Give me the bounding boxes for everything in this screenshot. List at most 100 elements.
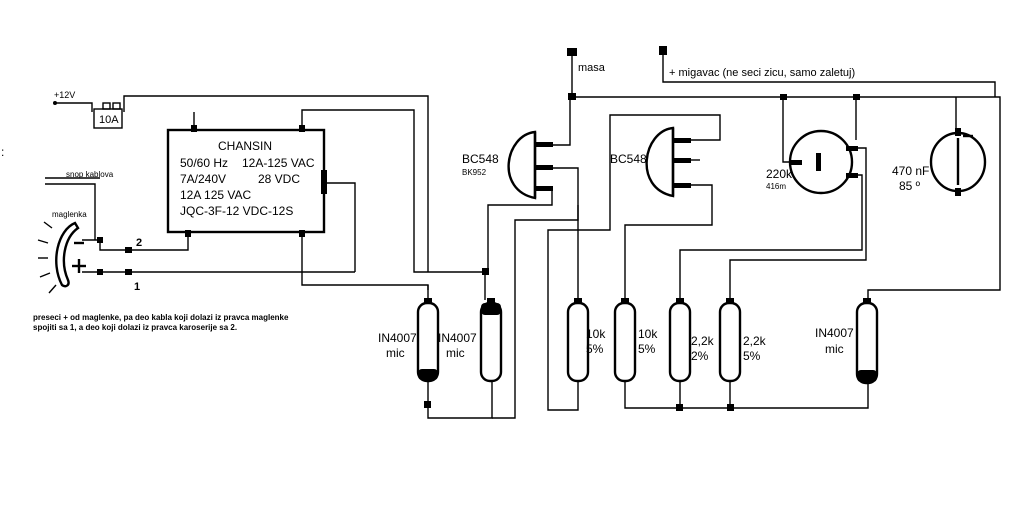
diode-d3-band [857,370,877,382]
t2-label: BC548 [610,152,647,166]
fog-lamp-ray [39,272,51,278]
transistor-t2-lead [673,183,691,188]
wire-relay-bottom [301,232,429,290]
transistor-t1 [507,130,553,200]
junctions [97,93,860,411]
transistor-t1-lead [535,186,553,191]
wires [45,55,1001,419]
migavac-terminal [659,46,667,55]
fuse-label: 10A [99,114,119,126]
wire-relay-top [301,109,485,273]
resistor-r1-lead [574,298,582,304]
capacitor [929,128,987,196]
r3-label: 2,2k [691,334,715,348]
resistor-r1 [566,298,590,383]
transistor-t1-body [507,130,537,200]
diode-d3 [855,298,879,385]
transistor-t2-lead [673,138,691,143]
masa-label: masa [578,62,606,74]
relay-name: CHANSIN [218,139,272,153]
fog-lamp-shell [55,221,80,288]
resistor-r4 [718,298,742,383]
relay-spec: JQC-3F-12 VDC-12S [180,204,293,218]
resistor-r3-lead [676,298,684,304]
terminal-2-label: 2 [136,237,142,249]
wire-terminal-2 [99,232,189,251]
r2-label: 10k [638,327,658,341]
junction-dot [568,93,576,100]
wire-pot-to-r3 [679,174,863,300]
relay-pin [299,125,305,132]
resistor-r2 [613,298,637,383]
fuse-clip-left [102,102,111,110]
note-line-2: spojiti sa 1, a deo koji dolazi iz pravc… [33,323,237,332]
plus12v-terminal [53,101,57,105]
transistor-t2-lead [673,158,691,163]
cap-label: 470 nF [892,164,929,178]
transistor-t2 [645,126,691,198]
t1-sublabel: BK952 [462,168,487,177]
masa-terminal [567,48,577,56]
wire-d1-bottom [427,382,493,419]
resistor-r4-body [718,301,742,383]
d2-sublabel: mic [446,346,465,360]
note-line-1: preseci + od maglenke, pa deo kabla koji… [33,313,289,322]
cap-temp-label: 85 º [899,179,921,193]
resistor-r4-lead [726,298,734,304]
junction-dot [97,269,103,275]
wire-snop-2 [45,183,96,240]
t1-label: BC548 [462,152,499,166]
migavac-label: + migavac (ne seci zicu, samo zaletuj) [669,67,855,79]
d3-label: IN4007 [815,326,854,340]
r1-tolerance: 5% [586,342,604,356]
capacitor-lead [955,128,961,136]
transistor-t1-lead [535,142,553,147]
relay-spec: 7A/240V [180,172,226,186]
resistor-r3 [668,298,692,383]
d1-sublabel: mic [386,346,405,360]
wire-fuse-top [123,95,429,272]
r1-label: 10k [586,327,606,341]
diode-d2-band [481,303,501,315]
diode-d3-lead [863,298,871,304]
plus12v-label: +12V [54,90,75,100]
junction-dot [853,94,860,100]
wire-pot-to-r4 [729,147,867,300]
terminal-1-label: 1 [134,281,140,293]
wire-t1-loop [492,205,579,419]
relay-spec: 12A 125 VAC [180,188,251,202]
resistor-r1-body [566,301,590,383]
relay-pin [185,230,191,237]
junction-dot [482,268,489,275]
d1-label: IN4007 [378,331,417,345]
potentiometer-lead [846,146,858,151]
wire-relay-side [324,182,356,272]
junction-dot [676,404,683,411]
relay: CHANSIN 50/60 Hz 12A-125 VAC 7A/240V 28 … [166,125,327,237]
wire-12v [55,102,93,112]
edge-mark: : [1,145,4,159]
junction-dot [125,247,132,253]
snop-label: snop kablova [66,170,114,179]
wire-t2-c [547,114,721,411]
relay-pin [321,170,327,194]
wire-t1-b [552,97,571,146]
diode-d2 [479,298,503,383]
r2-tolerance: 5% [638,342,656,356]
relay-spec: 28 VDC [258,172,300,186]
relay-spec: 12A-125 VAC [242,156,315,170]
maglenka-label: maglenka [52,210,87,219]
r4-tolerance: 5% [743,349,761,363]
diode-d2-lead [487,298,495,304]
wire-t1-c [552,167,579,300]
potentiometer-lead [846,173,858,178]
fuse: 10A [93,102,123,129]
r4-label: 2,2k [743,334,767,348]
potentiometer-wiper [816,153,821,171]
pot-sublabel: 416m [766,182,786,191]
resistor-r3-body [668,301,692,383]
junction-dot [125,269,132,275]
junction-dot [97,237,103,243]
fog-lamp-ray [43,221,53,229]
